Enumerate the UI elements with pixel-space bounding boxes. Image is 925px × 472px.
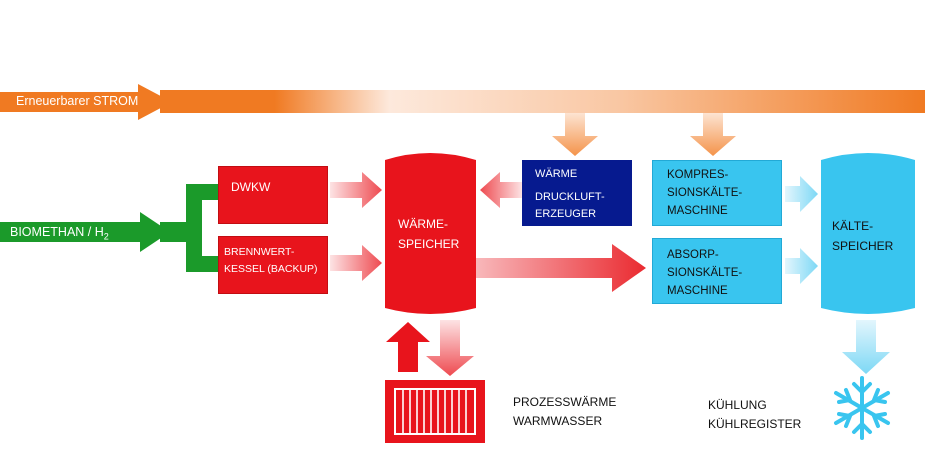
kompression-arrow [785,176,818,212]
kuehlung-label-2: KÜHLREGISTER [708,417,802,431]
strom-label: Erneuerbarer STROM [16,94,139,108]
radiator-icon [385,380,485,443]
kaeltespeicher-cylinder [821,153,915,314]
dwkw-label: DWKW [231,180,271,194]
dwkw-arrow [330,172,382,208]
kuehlung-label-1: KÜHLUNG [708,398,767,412]
strom-bar [160,90,925,113]
strom-arrow [0,84,172,120]
brennwert-label-1: BRENNWERT- [224,246,295,258]
biomethan-arrow [0,212,170,252]
kaeltespeicher-label-2: SPEICHER [832,239,894,253]
druckluft-box: WÄRME DRUCKLUFT- ERZEUGER [522,160,632,226]
kaeltespeicher-label-1: KÄLTE- [832,219,874,233]
cooling-down-arrow [842,320,890,374]
brennwert-arrow [330,245,382,281]
druckluft-label-1: WÄRME [535,168,578,180]
absorption-box: ABSORP- SIONSKÄLTE- MASCHINE [652,238,782,304]
strom-down-arrow-2 [690,113,736,156]
prozess-label-1: PROZESSWÄRME [513,395,617,409]
kompression-label-3: MASCHINE [667,205,728,217]
brennwert-box: BRENNWERT- KESSEL (BACKUP) [218,236,328,294]
waermespeicher-label-2: SPEICHER [398,237,460,251]
absorption-label-3: MASCHINE [667,285,728,297]
biomethan-bracket [186,184,218,272]
druckluft-label-2: DRUCKLUFT- [535,191,605,203]
absorption-label-2: SIONSKÄLTE- [667,267,743,279]
snowflake-icon [834,376,890,440]
kompression-label-2: SIONSKÄLTE- [667,187,743,199]
biomethan-label: BIOMETHAN / H2 [10,224,109,246]
absorption-arrow [785,248,818,284]
absorption-label-1: ABSORP- [667,249,719,261]
waermespeicher-label-1: WÄRME- [398,217,448,231]
biomethan-subscript: 2 [103,231,109,242]
prozess-label-2: WARMWASSER [513,414,603,428]
heat-up-arrow [386,322,430,372]
biomethan-text: BIOMETHAN / H [10,225,104,239]
strom-down-arrow-1 [552,113,598,156]
dwkw-box: DWKW [218,166,328,224]
druckluft-arrow [480,172,522,208]
kompression-label-1: KOMPRES- [667,169,729,181]
heat-down-arrow [426,320,474,376]
kompression-box: KOMPRES- SIONSKÄLTE- MASCHINE [652,160,782,226]
brennwert-label-2: KESSEL (BACKUP) [224,263,318,275]
waermespeicher-cylinder [385,153,476,314]
absorption-feed-arrow [440,244,646,292]
druckluft-label-3: ERZEUGER [535,208,597,220]
